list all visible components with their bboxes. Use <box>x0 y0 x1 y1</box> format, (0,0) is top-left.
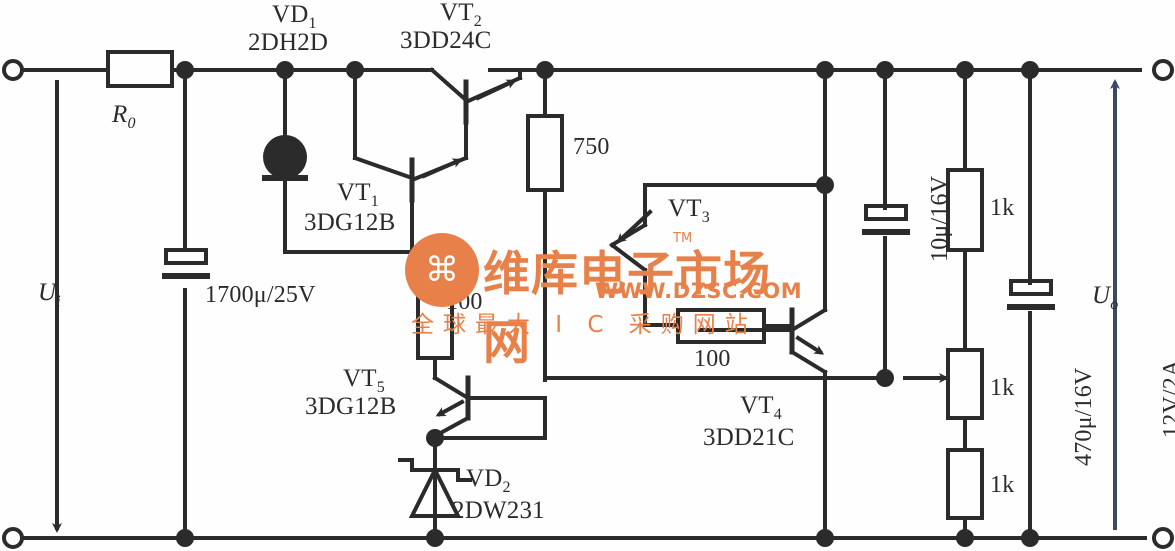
label-resistor-1k-bottom: 1k <box>990 472 1015 498</box>
label-VT5-value: 3DG12B <box>305 393 397 420</box>
label-capacitor-1700u: 1700μ/25V <box>205 282 316 308</box>
wire-vt5-collector-slant <box>432 375 471 401</box>
wire-vt1-collector-slant <box>352 155 415 181</box>
vd2-zener-tick-left <box>398 458 414 472</box>
vt3-arrow <box>616 209 653 244</box>
vt4-emitter-arrow <box>795 335 825 355</box>
label-VT3-ref: VT3 <box>668 195 710 226</box>
label-VT4-ref: VT4 <box>740 392 782 423</box>
vt1-emitter-arrow <box>421 158 463 179</box>
diode-VD1-symbol <box>262 135 308 181</box>
label-resistor-100-vt3: 100 <box>694 346 731 372</box>
wire-vt4-emitter-slant <box>789 349 828 375</box>
terminal-output-negative <box>1152 527 1174 549</box>
label-VT5-ref: VT5 <box>343 365 385 396</box>
capacitor-470u-plate-top <box>1009 279 1053 296</box>
label-VT1-ref: VT1 <box>337 179 379 210</box>
wire-vt3-collector-slant <box>609 222 648 248</box>
wire-vt4-collector-slant <box>789 307 828 333</box>
label-output-rating: 12V/2A <box>1159 359 1175 438</box>
resistor-1k-pot-body <box>946 348 984 420</box>
terminal-circles <box>2 59 1174 549</box>
resistor-100-vt3-body <box>676 308 766 344</box>
vt2-emitter-arrow <box>475 79 517 101</box>
capacitor-1700u-plate-top <box>164 248 208 265</box>
label-VD2-value: 2DW231 <box>452 497 545 524</box>
junction-nodes <box>176 61 1039 547</box>
label-resistor-1k-top: 1k <box>990 195 1015 221</box>
label-capacitor-470u: 470μ/16V <box>1071 367 1097 466</box>
label-resistor-100-vt5: 100 <box>446 289 483 315</box>
vt5-emitter-arrow <box>435 399 465 417</box>
label-VT2-ref: VT2 <box>440 0 482 30</box>
resistor-750-body <box>526 114 564 192</box>
label-VD1-value: 2DH2D <box>248 29 329 56</box>
label-R0: R0 <box>112 101 136 132</box>
label-output-voltage: Uo <box>1092 282 1119 313</box>
label-VD1-ref: VD1 <box>272 1 317 32</box>
label-VD2-ref: VD2 <box>466 465 511 496</box>
label-input-voltage: Ui <box>38 279 61 310</box>
terminal-input-negative <box>2 527 24 549</box>
label-VT2-value: 3DD24C <box>400 27 492 54</box>
wire-network <box>20 50 1147 540</box>
terminal-output-positive <box>1152 59 1174 81</box>
wire-vt2-collector-slant <box>429 67 469 103</box>
label-VT4-value: 3DD21C <box>703 424 795 451</box>
resistor-1k-bottom-body <box>946 448 984 520</box>
label-VT1-value: 3DG12B <box>304 209 396 236</box>
resistor-R0-body <box>106 50 174 88</box>
label-resistor-1k-middle: 1k <box>990 375 1015 401</box>
vt3-base-slant <box>609 242 648 273</box>
label-resistor-750: 750 <box>573 134 610 160</box>
capacitor-plates <box>162 204 1055 310</box>
label-capacitor-10u: 10μ/16V <box>927 175 953 262</box>
capacitor-10u-plate-top <box>864 204 908 221</box>
vd2-zener-tick-right <box>456 468 472 482</box>
terminal-input-positive <box>2 59 24 81</box>
diode-VD1-body <box>263 135 307 179</box>
